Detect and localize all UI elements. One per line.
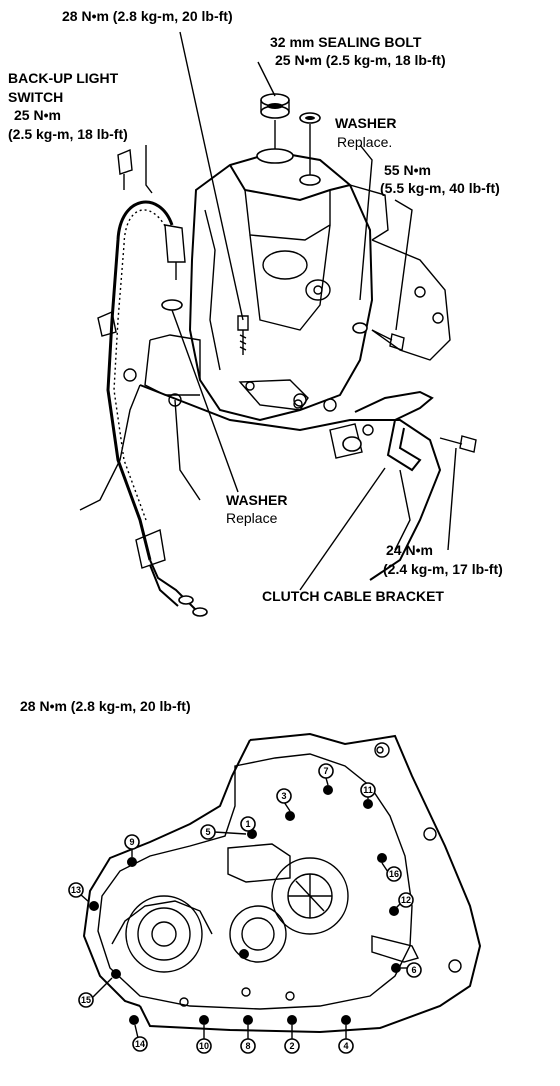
seq-13: 13 xyxy=(68,882,84,898)
seq-15: 15 xyxy=(78,992,94,1008)
transmission-housing xyxy=(79,150,451,581)
sequence-number-label: 1 xyxy=(245,819,250,829)
torque-55-a: 55 N•m xyxy=(384,162,431,178)
sequence-number-label: 9 xyxy=(129,837,134,847)
sequence-number-label: 12 xyxy=(401,895,411,905)
washer-top-note: Replace. xyxy=(337,134,393,150)
case-housing xyxy=(82,732,482,1034)
washer-top-icon xyxy=(299,112,321,186)
torque-case-label: 28 N•m (2.8 kg-m, 20 lb-ft) xyxy=(20,698,191,714)
transmission-case-bolt-sequence: 7 3 11 5 1 16 9 13 12 15 6 14 10 8 2 4 xyxy=(68,732,482,1054)
torque-55-b: (5.5 kg-m, 40 lb-ft) xyxy=(380,180,500,196)
seq-16: 16 xyxy=(386,866,402,882)
sequence-number-label: 13 xyxy=(71,885,81,895)
seq-9: 9 xyxy=(124,834,140,850)
seq-8: 8 xyxy=(240,1038,256,1054)
torque-24-b: (2.4 kg-m, 17 lb-ft) xyxy=(383,561,503,577)
seq-3: 3 xyxy=(276,788,292,804)
sequence-number-label: 11 xyxy=(363,785,373,795)
sequence-number-label: 16 xyxy=(389,869,399,879)
bolt-55nm-icon xyxy=(352,322,405,351)
case-bolts xyxy=(89,785,401,1025)
seq-1: 1 xyxy=(240,816,256,832)
sequence-numbers: 7 3 11 5 1 16 9 13 12 15 6 14 10 8 2 4 xyxy=(68,763,422,1054)
sequence-number-label: 2 xyxy=(289,1041,294,1051)
sequence-number-label: 10 xyxy=(199,1041,209,1051)
wire-harness xyxy=(97,200,208,617)
seq-5: 5 xyxy=(200,824,216,840)
sequence-number-label: 5 xyxy=(205,827,210,837)
sequence-number-label: 4 xyxy=(343,1041,348,1051)
backup-light-switch-icon xyxy=(117,148,186,311)
sealing-bolt-torque: 25 N•m (2.5 kg-m, 18 lb-ft) xyxy=(275,52,446,68)
sealing-bolt-icon xyxy=(256,93,294,164)
backup-switch-torque-a: 25 N•m xyxy=(14,107,61,123)
seq-12: 12 xyxy=(398,892,414,908)
washer-bottom-note: Replace xyxy=(226,510,278,526)
washer-top-title: WASHER xyxy=(335,115,397,131)
seq-4: 4 xyxy=(338,1038,354,1054)
seq-2: 2 xyxy=(284,1038,300,1054)
clutch-cable-bracket-label: CLUTCH CABLE BRACKET xyxy=(262,588,444,604)
sequence-number-label: 15 xyxy=(81,995,91,1005)
sequence-number-label: 14 xyxy=(135,1039,145,1049)
seq-11: 11 xyxy=(360,782,376,798)
washer-bottom-title: WASHER xyxy=(226,492,288,508)
bolt-24nm-icon xyxy=(439,435,477,453)
backup-switch-title-line1: BACK-UP LIGHT xyxy=(8,70,119,86)
seq-6: 6 xyxy=(406,962,422,978)
leader-lines xyxy=(145,31,457,591)
shift-mount-bolt-icon xyxy=(237,315,309,411)
seq-14: 14 xyxy=(132,1036,148,1052)
backup-switch-torque-b: (2.5 kg-m, 18 lb-ft) xyxy=(8,126,128,142)
torque-shift-mount-label: 28 N•m (2.8 kg-m, 20 lb-ft) xyxy=(62,8,233,24)
seq-7: 7 xyxy=(318,763,334,779)
torque-24-a: 24 N•m xyxy=(386,542,433,558)
backup-switch-title-line2: SWITCH xyxy=(8,89,64,105)
clutch-cable-bracket-icon xyxy=(329,390,434,472)
sequence-number-label: 7 xyxy=(323,766,328,776)
transmission-exploded-view xyxy=(79,31,477,617)
seq-10: 10 xyxy=(196,1038,212,1054)
sequence-number-label: 6 xyxy=(411,965,416,975)
sealing-bolt-title: 32 mm SEALING BOLT xyxy=(270,34,422,50)
sequence-number-label: 8 xyxy=(245,1041,250,1051)
sequence-number-label: 3 xyxy=(281,791,286,801)
